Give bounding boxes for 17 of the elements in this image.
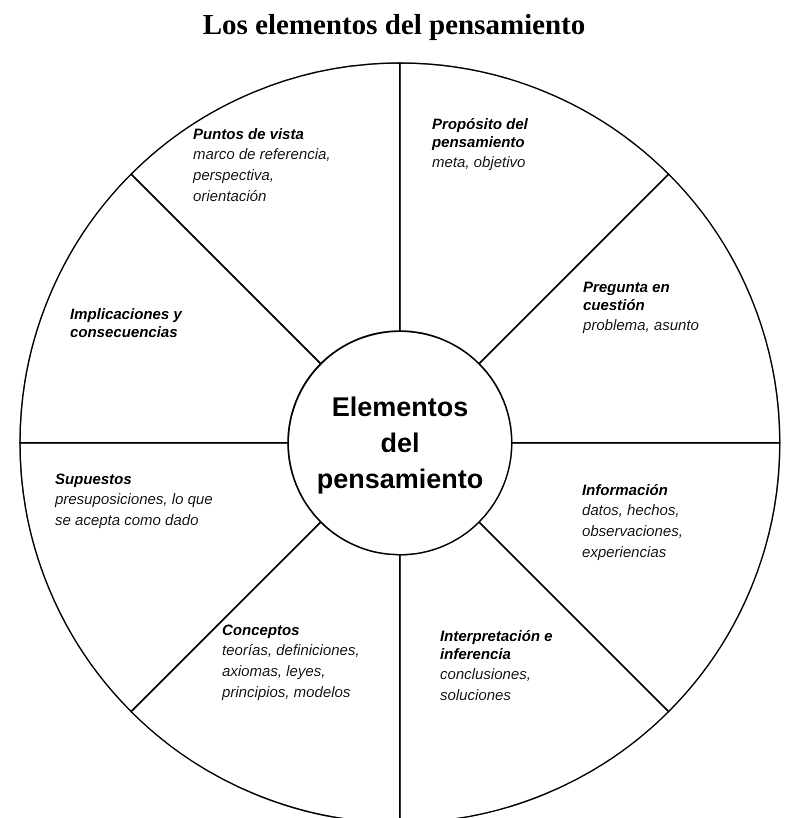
sector-description: datos, hechos, observaciones, experiencias [582, 501, 684, 563]
sector-description: presuposiciones, lo que se acepta como dado [55, 490, 214, 531]
sector-description: problema, asunto [582, 316, 700, 336]
sector-heading: Información [582, 482, 669, 500]
sector-heading: Puntos de vista [192, 126, 305, 144]
sector-heading: Conceptos [222, 622, 300, 640]
sector-heading: Implicaciones y consecuencias [70, 306, 184, 342]
center-title: Elementos del pensamiento [316, 391, 484, 496]
sector-heading: Pregunta en cuestión [582, 278, 671, 315]
sector-description: marco de referencia, perspectiva, orientación [192, 145, 332, 207]
sector-description: conclusiones, soluciones [440, 664, 532, 706]
sector-description: teorías, definiciones, axiomas, leyes, principios, modelos [222, 640, 361, 703]
sector-heading: Propósito del pensamiento [432, 116, 529, 152]
diagram-title: Los elementos del pensamiento [202, 8, 586, 42]
sector-heading: Interpretación e inferencia [440, 628, 554, 664]
sector-description: meta, objetivo [432, 153, 526, 173]
sector-heading: Supuestos [55, 471, 133, 489]
